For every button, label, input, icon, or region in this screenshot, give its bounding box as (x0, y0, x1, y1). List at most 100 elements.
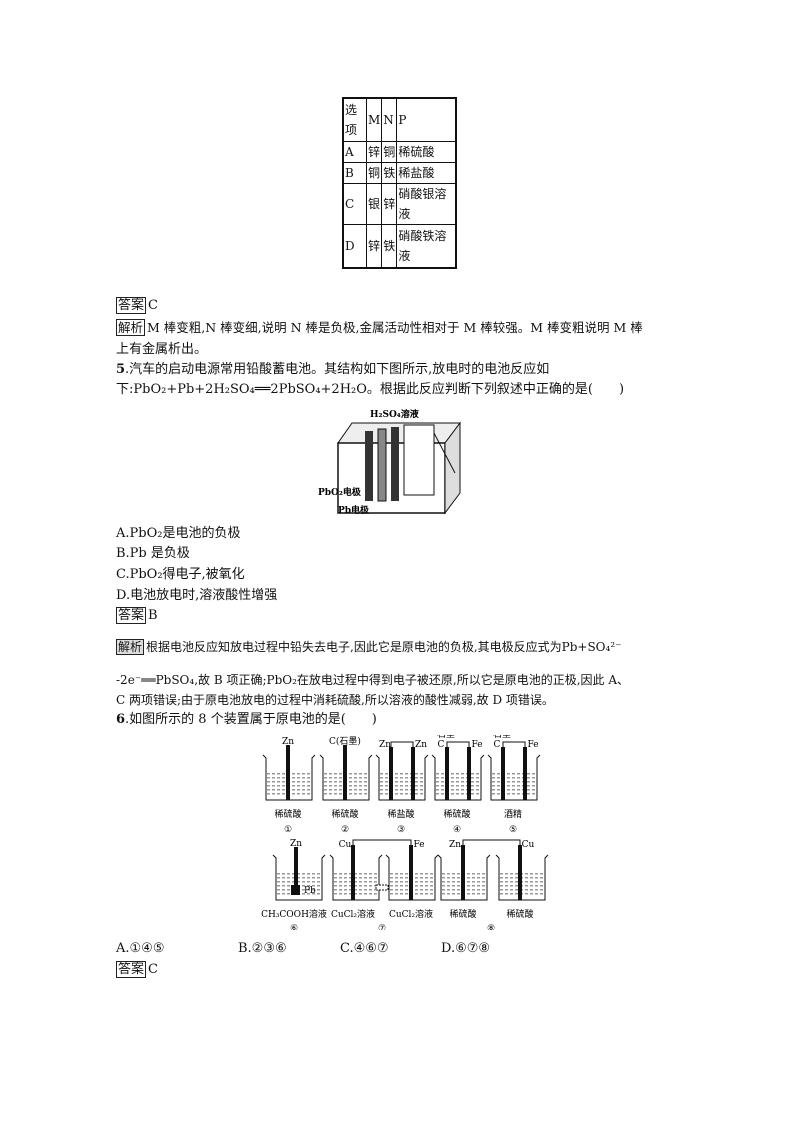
device-index: ⑧ (487, 924, 495, 930)
analysis-text: 上有金属析出。 (116, 342, 208, 357)
answer-label: 答案 (116, 961, 147, 978)
cell: 硝酸银溶液 (396, 182, 457, 225)
question-number: 5 (116, 362, 126, 377)
cell: 锌 (381, 182, 398, 225)
device-index: ③ (397, 825, 405, 835)
beaker (431, 754, 485, 801)
electrode (286, 745, 290, 800)
cell: 稀硫酸 (396, 140, 457, 163)
device-index: ④ (453, 825, 461, 835)
electrode (518, 845, 522, 900)
electrode-label: Pb (304, 886, 316, 896)
solution-label: CH₃COOH溶液 (261, 908, 327, 920)
cell: 铜 (365, 161, 383, 184)
cell: 银 (365, 182, 383, 225)
electrode (467, 747, 471, 800)
analysis-label: 解析 (116, 639, 145, 655)
answer-label: 答案 (116, 297, 147, 314)
beaker (375, 754, 429, 801)
question-number: 6 (116, 712, 126, 727)
electrode-label: Zn (282, 737, 294, 747)
solution-label: CuCl₂溶液 (331, 908, 375, 920)
cell: 铁 (381, 223, 398, 269)
q6-stem: 6.如图所示的 8 个装置属于原电池的是( ) (116, 711, 377, 729)
beaker (487, 754, 541, 801)
electrode-label: Zn (415, 740, 427, 750)
electrode (343, 745, 347, 800)
analysis-text: C 两项错误;由于原电池放电的过程中消耗硫酸,所以溶液的酸性减弱,故 D 项错误… (116, 693, 554, 707)
solution-label: 酒精 (504, 808, 522, 820)
device-index: ① (284, 825, 292, 835)
solution-label: CuCl₂溶液 (389, 908, 433, 920)
electrode-label: Cu (522, 840, 535, 850)
th: N (381, 97, 398, 142)
cell: 硝酸铁溶液 (396, 223, 457, 269)
answer-value: B (148, 608, 158, 623)
electrode-label: Fe (471, 740, 482, 750)
option-c: C.④⑥⑦ (340, 941, 389, 956)
stem-text: .汽车的启动电源常用铅酸蓄电池。其结构如下图所示,放电时的电池反应如 (125, 362, 550, 377)
electrode-label: C (438, 740, 445, 750)
analysis-text: 根据电池反应知放电过程中铅失去电子,因此它是原电池的负极,其电极反应式为Pb+S… (146, 640, 622, 654)
solution-label: 稀盐酸 (387, 808, 414, 820)
q5-stem: 5.汽车的启动电源常用铅酸蓄电池。其结构如下图所示,放电时的电池反应如 (116, 361, 549, 379)
q5-analysis: 解析根据电池反应知放电过程中铅失去电子,因此它是原电池的负极,其电极反应式为Pb… (116, 638, 621, 656)
cell: 铜 (381, 140, 398, 163)
electrode (351, 845, 355, 900)
option-a: A.PbO₂是电池的负极 (116, 526, 241, 541)
stem-text: .如图所示的 8 个装置属于原电池的是( ) (125, 712, 377, 727)
solution-label: 稀硫酸 (274, 808, 301, 820)
graphite-label: 石墨 (437, 735, 455, 740)
electrode (294, 847, 298, 895)
electrode (445, 747, 449, 800)
th: P (396, 97, 457, 142)
cell: D (342, 223, 367, 269)
electrode (461, 845, 465, 900)
electrode (409, 845, 413, 900)
electrode-label: C(石墨) (329, 736, 361, 747)
cell: 锌 (365, 223, 383, 269)
cell: 稀盐酸 (396, 161, 457, 184)
beaker (329, 854, 383, 901)
option-a: A.①④⑤ (116, 941, 165, 956)
answer-label: 答案 (116, 607, 147, 624)
cell: A (342, 140, 367, 163)
electrode-label: Fe (413, 840, 424, 850)
answer-value: C (148, 298, 158, 313)
solution-label: 稀硫酸 (331, 808, 358, 820)
cell: 铁 (381, 161, 398, 184)
device-index: ⑥ (290, 924, 298, 930)
solution-label: 稀硫酸 (443, 808, 470, 820)
th: M (365, 97, 383, 142)
solution-label: H₂SO₄溶液 (370, 408, 420, 420)
solution-label: 稀硫酸 (506, 908, 533, 920)
analysis-text: -2e⁻══PbSO₄,故 B 项正确;PbO₂在放电过程中得到电子被还原,所以… (116, 673, 630, 687)
option-b: B.②③⑥ (238, 941, 287, 956)
cell: B (342, 161, 367, 184)
electrode (389, 747, 393, 800)
stem-text: 下:PbO₂+Pb+2H₂SO₄══2PbSO₄+2H₂O。根据此反应判断下列叙… (116, 382, 625, 397)
analysis-text: M 棒变粗,N 棒变细,说明 N 棒是负极,金属活动性相对于 M 棒较强。M 棒… (147, 320, 643, 335)
cell: 锌 (365, 140, 383, 163)
electrode-label: Zn (290, 839, 302, 849)
electrode (501, 747, 505, 800)
pb-label: Pb电极 (338, 504, 370, 516)
electrode (523, 747, 527, 800)
cell: C (342, 182, 367, 225)
answer-value: C (148, 962, 158, 977)
device-index: ② (341, 825, 349, 835)
option-d: D.电池放电时,溶液酸性增强 (116, 588, 278, 603)
analysis-label: 解析 (116, 319, 146, 336)
device-index: ⑤ (509, 825, 517, 835)
th: 选项 (342, 97, 367, 142)
electrode-label: Zn (449, 840, 461, 850)
